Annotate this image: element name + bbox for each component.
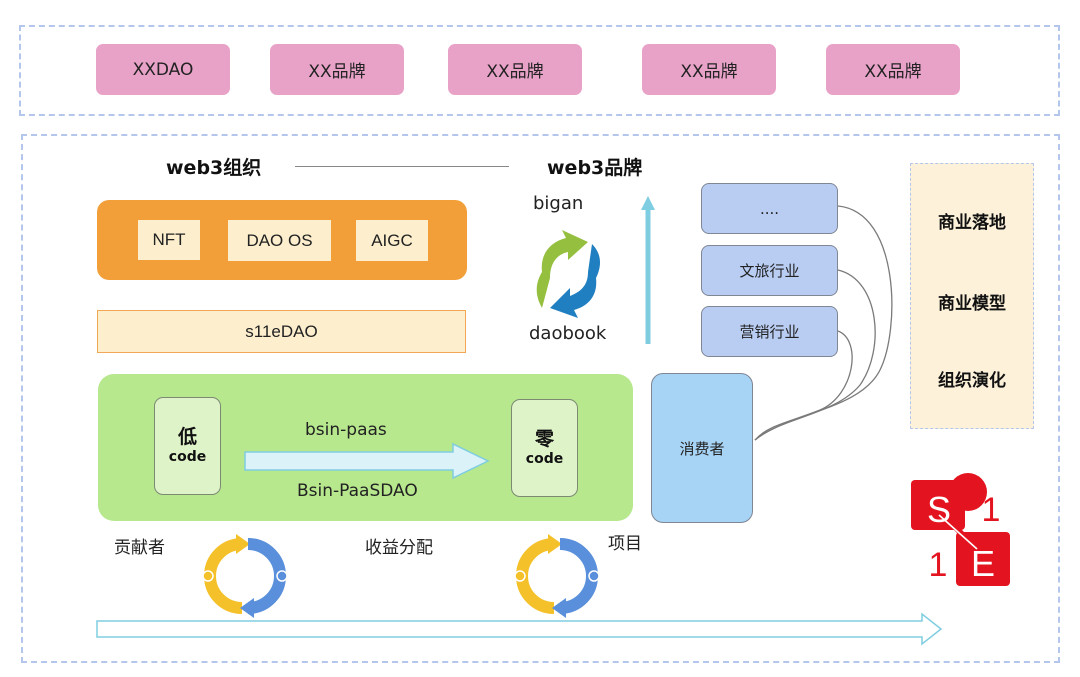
bigan-label: bigan <box>533 193 584 214</box>
consumer-label: 消费者 <box>679 439 725 458</box>
daobook-label: daobook <box>529 323 607 344</box>
timeline-arrow <box>96 612 943 646</box>
ecosystem-frame <box>21 134 1060 663</box>
logo-digit-1b: 1 <box>929 546 948 584</box>
logo-letter-s: S <box>927 489 951 530</box>
brand-box[interactable]: XX品牌 <box>642 44 776 95</box>
industry-box-more[interactable]: .... <box>701 183 838 234</box>
zero-code-subtitle: code <box>525 451 564 467</box>
contributor-label: 贡献者 <box>114 538 165 558</box>
industry-label: 营销行业 <box>739 323 800 341</box>
brand-label: XX品牌 <box>486 62 544 82</box>
paas-flow-arrow <box>244 442 490 480</box>
connector-marketing <box>754 330 853 441</box>
business-panel <box>910 163 1034 429</box>
zero-code-card[interactable]: 零 code <box>511 399 578 497</box>
business-item-model: 商业模型 <box>938 294 1006 314</box>
s11edao-label: s11eDAO <box>245 321 318 341</box>
chip-nft[interactable]: NFT <box>138 220 200 260</box>
chip-label: AIGC <box>371 230 413 250</box>
sync-arrow-blue <box>550 244 600 318</box>
growth-arrow-up <box>641 196 655 344</box>
brand-label: XX品牌 <box>864 62 922 82</box>
logo-digit-1a: 1 <box>982 491 1001 529</box>
brand-box-xxdao[interactable]: XXDAO <box>96 44 230 95</box>
s11e-logo: S 1 1 E <box>911 473 1010 586</box>
brand-label: XXDAO <box>132 59 194 80</box>
cycle-icon-project <box>514 534 600 618</box>
brand-box[interactable]: XX品牌 <box>448 44 582 95</box>
business-item-evolution: 组织演化 <box>938 371 1006 391</box>
chip-label: DAO OS <box>246 230 313 250</box>
industry-label: .... <box>759 199 780 218</box>
industry-box-marketing[interactable]: 营销行业 <box>701 306 838 357</box>
project-label: 项目 <box>608 534 642 554</box>
chip-aigc[interactable]: AIGC <box>356 220 428 261</box>
sync-arrow-green <box>536 230 588 308</box>
s11edao-bar[interactable]: s11eDAO <box>97 310 466 353</box>
industry-box-culture-tourism[interactable]: 文旅行业 <box>701 245 838 296</box>
low-code-title: 低 <box>177 426 197 448</box>
bsin-paas-label: bsin-paas <box>305 420 387 440</box>
chip-label: NFT <box>152 230 186 249</box>
industry-label: 文旅行业 <box>739 262 800 280</box>
brands-frame <box>19 25 1060 116</box>
bsin-paasdao-label: Bsin-PaaSDAO <box>297 481 418 501</box>
heading-web3-brand: web3品牌 <box>547 157 643 179</box>
sync-arrows-icon <box>536 230 600 318</box>
brand-box[interactable]: XX品牌 <box>270 44 404 95</box>
chip-dao-os[interactable]: DAO OS <box>228 220 331 261</box>
brand-box[interactable]: XX品牌 <box>826 44 960 95</box>
zero-code-title: 零 <box>534 428 554 450</box>
consumer-box[interactable]: 消费者 <box>651 373 753 523</box>
brand-label: XX品牌 <box>680 62 738 82</box>
logo-letter-e: E <box>971 543 995 584</box>
connector-more <box>754 205 893 441</box>
heading-connector-line <box>295 166 509 167</box>
revenue-share-label: 收益分配 <box>365 538 433 558</box>
low-code-subtitle: code <box>168 449 207 465</box>
low-code-card[interactable]: 低 code <box>154 397 221 495</box>
heading-web3-org: web3组织 <box>166 157 262 179</box>
connector-culture-tourism <box>754 269 876 441</box>
cycle-icon-contributor <box>202 534 288 618</box>
brand-label: XX品牌 <box>308 62 366 82</box>
business-item-landing: 商业落地 <box>938 213 1006 233</box>
